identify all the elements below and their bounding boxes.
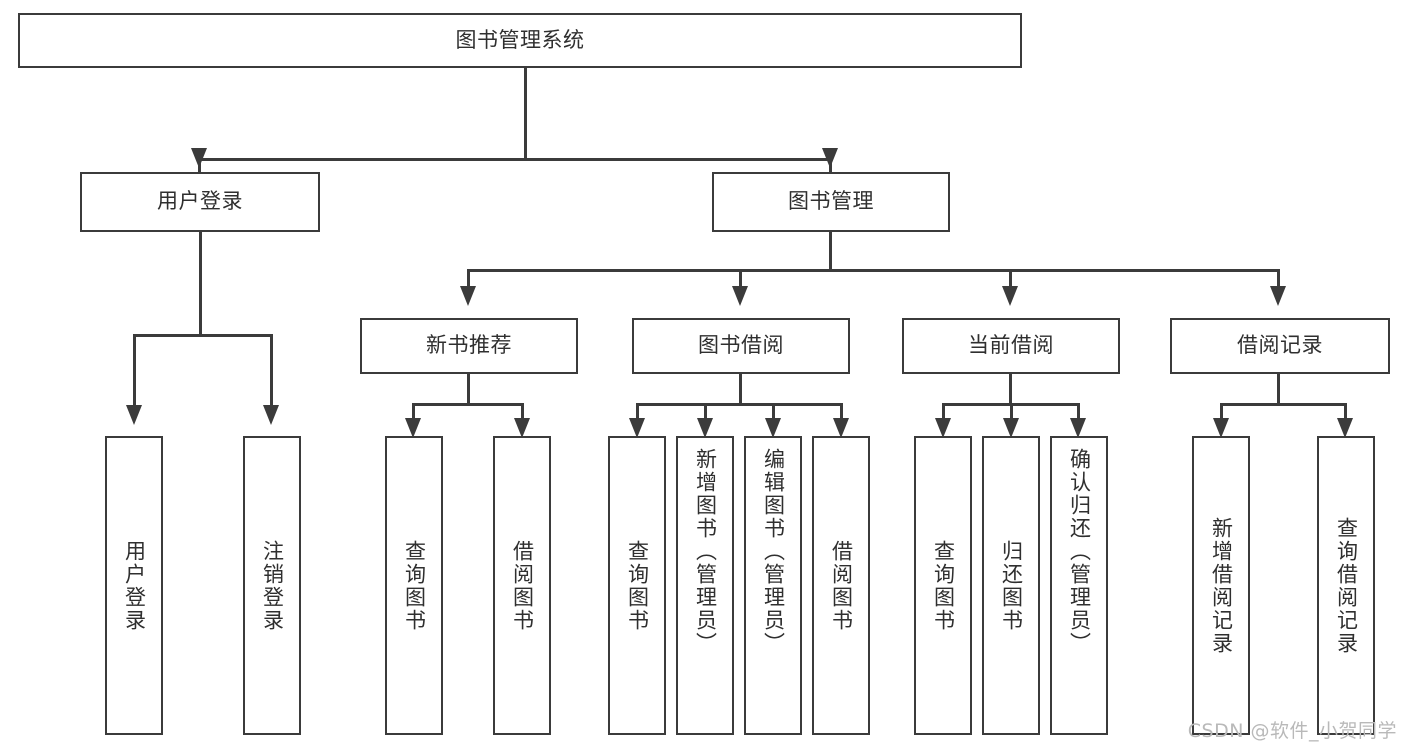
connector-new-book-leaf2 (521, 403, 524, 425)
connector-book-borrow-leaf2 (704, 403, 707, 425)
leaf-add-borrow-record[interactable]: 新增借阅记录 (1192, 436, 1250, 735)
node-label: 确认归还（管理员） (1067, 448, 1092, 655)
node-label: 查询图书 (931, 539, 956, 632)
leaf-borrow-book[interactable]: 借阅图书 (812, 436, 870, 735)
leaf-logout[interactable]: 注销登录 (243, 436, 301, 735)
connector-book-borrow-bar (636, 403, 843, 406)
connector-current-borrow-leaf2 (1010, 403, 1013, 425)
connector-new-book-stem (467, 374, 470, 406)
node-book-management[interactable]: 图书管理 (712, 172, 950, 232)
node-label: 借阅图书 (510, 539, 535, 632)
connector-current-borrow-stem (1009, 374, 1012, 406)
leaf-borrow-book-recommend[interactable]: 借阅图书 (493, 436, 551, 735)
connector-user-login-bar (133, 334, 273, 337)
node-label: 新增借阅记录 (1209, 516, 1234, 655)
arrow-new-book-leaf2 (514, 418, 530, 438)
arrow-to-current-borrow (1002, 286, 1018, 306)
connector-book-borrow-leaf4 (840, 403, 843, 425)
connector-current-borrow-leaf1 (942, 403, 945, 425)
arrow-user-login-leaf1 (126, 405, 142, 425)
node-label: 查询图书 (402, 539, 427, 632)
watermark-csdn: CSDN @软件_小贺同学 (1187, 720, 1397, 742)
node-label: 图书管理系统 (455, 27, 585, 52)
arrow-to-book-borrow (732, 286, 748, 306)
connector-to-new-book (467, 269, 470, 291)
arrow-borrow-record-leaf2 (1337, 418, 1353, 438)
leaf-edit-book-admin[interactable]: 编辑图书（管理员） (744, 436, 802, 735)
arrow-to-new-book (460, 286, 476, 306)
connector-user-login-leaf1 (133, 334, 136, 412)
node-label: 新增图书（管理员） (693, 448, 718, 655)
connector-borrow-record-bar (1220, 403, 1347, 406)
node-label: 借阅记录 (1237, 333, 1323, 358)
connector-borrow-record-leaf1 (1220, 403, 1223, 425)
arrow-current-borrow-leaf1 (935, 418, 951, 438)
node-label: 编辑图书（管理员） (761, 448, 786, 655)
arrow-current-borrow-leaf3 (1070, 418, 1086, 438)
connector-borrow-record-stem (1277, 374, 1280, 406)
node-label: 用户登录 (122, 539, 147, 632)
node-label: 注销登录 (260, 539, 285, 632)
leaf-confirm-return-admin[interactable]: 确认归还（管理员） (1050, 436, 1108, 735)
connector-user-login-stem (199, 232, 202, 337)
leaf-query-book-borrow[interactable]: 查询图书 (608, 436, 666, 735)
leaf-return-book[interactable]: 归还图书 (982, 436, 1040, 735)
connector-to-book-borrow (739, 269, 742, 291)
node-label: 借阅图书 (829, 539, 854, 632)
connector-root-stem (524, 68, 527, 160)
arrow-to-borrow-record (1270, 286, 1286, 306)
leaf-query-borrow-record[interactable]: 查询借阅记录 (1317, 436, 1375, 735)
node-book-borrow[interactable]: 图书借阅 (632, 318, 850, 374)
node-borrow-record[interactable]: 借阅记录 (1170, 318, 1390, 374)
connector-root-bar (198, 158, 832, 161)
arrow-book-borrow-leaf1 (629, 418, 645, 438)
connector-new-book-bar (412, 403, 524, 406)
arrow-book-borrow-leaf3 (765, 418, 781, 438)
node-new-book-recommend[interactable]: 新书推荐 (360, 318, 578, 374)
arrow-borrow-record-leaf1 (1213, 418, 1229, 438)
node-root-library-system[interactable]: 图书管理系统 (18, 13, 1022, 68)
node-user-login[interactable]: 用户登录 (80, 172, 320, 232)
connector-borrow-record-leaf2 (1344, 403, 1347, 425)
node-label: 当前借阅 (968, 333, 1054, 358)
arrow-user-login-leaf2 (263, 405, 279, 425)
leaf-add-book-admin[interactable]: 新增图书（管理员） (676, 436, 734, 735)
arrow-root-to-user-login (191, 148, 207, 168)
connector-root-to-book-manage (829, 158, 832, 183)
node-label: 归还图书 (999, 539, 1024, 632)
connector-book-borrow-leaf3 (772, 403, 775, 425)
connector-new-book-leaf1 (412, 403, 415, 425)
arrow-root-to-book-manage (822, 148, 838, 168)
connector-current-borrow-leaf3 (1077, 403, 1080, 425)
connector-book-borrow-stem (739, 374, 742, 406)
node-current-borrow[interactable]: 当前借阅 (902, 318, 1120, 374)
node-label: 图书借阅 (698, 333, 784, 358)
arrow-book-borrow-leaf4 (833, 418, 849, 438)
node-label: 新书推荐 (426, 333, 512, 358)
connector-user-login-leaf2 (270, 334, 273, 412)
node-label: 查询借阅记录 (1334, 516, 1359, 655)
leaf-query-book-current[interactable]: 查询图书 (914, 436, 972, 735)
arrow-book-borrow-leaf2 (697, 418, 713, 438)
leaf-query-book-recommend[interactable]: 查询图书 (385, 436, 443, 735)
connector-to-current-borrow (1009, 269, 1012, 291)
node-label: 用户登录 (157, 189, 243, 214)
connector-root-to-user-login (198, 158, 201, 183)
connector-book-borrow-leaf1 (636, 403, 639, 425)
node-label: 图书管理 (788, 189, 874, 214)
arrow-new-book-leaf1 (405, 418, 421, 438)
leaf-user-login[interactable]: 用户登录 (105, 436, 163, 735)
connector-book-manage-stem (829, 232, 832, 272)
arrow-current-borrow-leaf2 (1003, 418, 1019, 438)
connector-level3-bar (467, 269, 1279, 272)
connector-to-borrow-record (1277, 269, 1280, 291)
node-label: 查询图书 (625, 539, 650, 632)
